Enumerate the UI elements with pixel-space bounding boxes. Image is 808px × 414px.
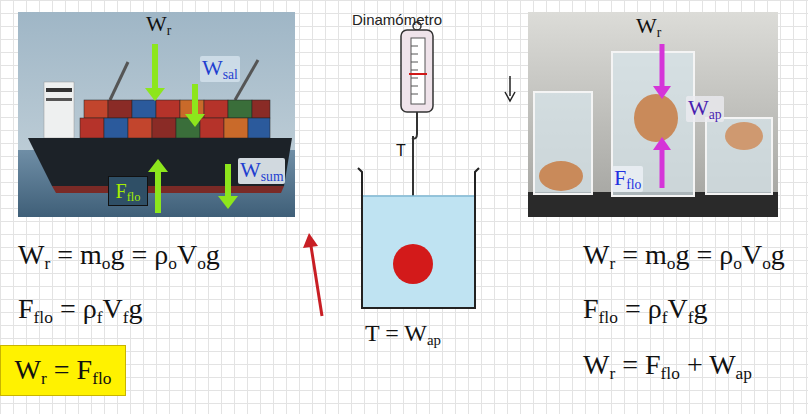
subscript: r [657,25,662,40]
subscript: flo [661,364,680,383]
instrument-label: Dinamómetro [352,12,442,29]
force-label: Wsum [238,158,285,184]
equation: Fflo = ρfVfg [18,294,142,325]
subscript: o [667,254,676,273]
subscript: r [44,254,50,273]
force-label: Wap [686,96,724,122]
box-text: Fflo [116,180,141,202]
force-label: Fflo [612,166,643,192]
equation: T = Wap [365,320,441,346]
subscript: f [688,308,694,327]
subscript: flo [127,190,141,204]
subscript: flo [626,177,641,192]
subscript: f [97,308,103,327]
subscript: sum [261,169,284,184]
subscript: ap [427,332,441,348]
force-label: Wr [636,14,661,38]
subscript: o [197,254,206,273]
subscript: f [662,308,668,327]
subscript: r [609,254,615,273]
eggs-photo [528,12,778,217]
box-text: Wr = Fflo [15,355,112,386]
equation: Wr = mog = ρoVog [18,240,220,271]
force-box: Fflo [108,176,148,206]
equation: Fflo = ρfVfg [583,294,707,325]
subscript: f [123,308,129,327]
force-label: Wr [146,12,171,36]
subscript: r [41,369,47,388]
subscript: ap [736,364,752,383]
subscript: flo [34,308,53,327]
dynamometer-setup [303,22,515,316]
equation: Wr = Fflo + Wap [583,350,752,381]
subscript: flo [92,369,111,388]
subscript: ap [709,107,722,122]
equation: Wr = mog = ρoVog [583,240,785,271]
subscript: flo [599,308,618,327]
subscript: r [167,23,172,38]
subscript: o [168,254,177,273]
tension-label: T [396,142,406,160]
subscript: o [102,254,111,273]
subscript: r [609,364,615,383]
ship-photo [18,12,295,217]
force-label: Wsal [200,56,240,82]
subscript: o [762,254,771,273]
result-box: Wr = Fflo [0,345,126,396]
subscript: sal [223,67,238,82]
subscript: o [733,254,742,273]
